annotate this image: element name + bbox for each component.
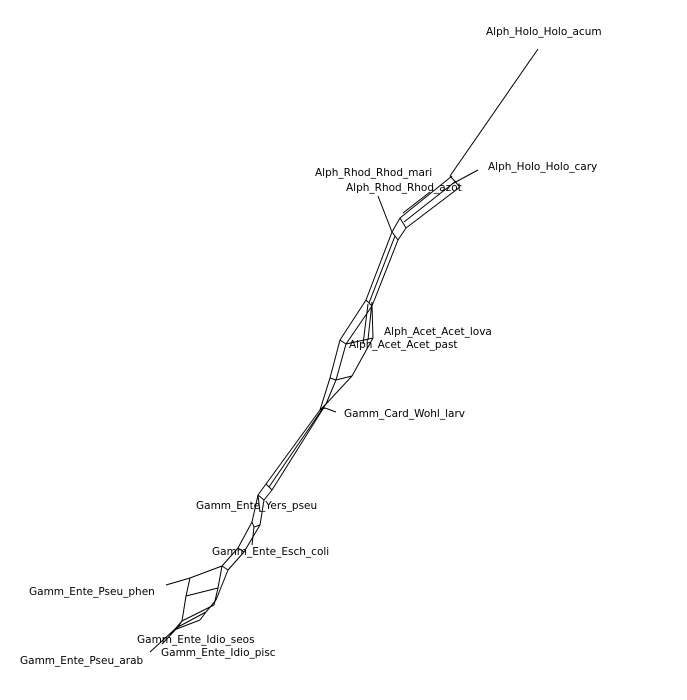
split-edge — [335, 343, 347, 381]
split-edge — [259, 499, 265, 526]
taxon-label-idio-pisc: Gamm_Ente_Idio_pisc — [161, 647, 276, 659]
split-edge — [215, 569, 229, 601]
taxon-label-pseu-arab: Gamm_Ente_Pseu_arab — [20, 655, 144, 667]
split-edge — [181, 595, 187, 622]
middle-splits — [319, 299, 374, 411]
split-edge — [185, 587, 219, 597]
split-edge — [403, 180, 457, 223]
split-edge — [243, 524, 261, 553]
split-edge — [399, 217, 407, 229]
split-edge — [251, 494, 259, 523]
taxon-label-holo-acum: Alph_Holo_Holo_acum — [486, 26, 602, 38]
leaf-edge-holo-cary — [451, 169, 479, 185]
split-edge — [205, 599, 217, 613]
split-edge — [339, 299, 367, 341]
gamma-splits — [221, 403, 327, 571]
split-edge — [268, 407, 324, 488]
split-edge — [221, 565, 229, 571]
split-edge — [253, 524, 261, 528]
split-edge — [339, 339, 347, 345]
split-edge — [257, 483, 267, 496]
split-edge — [345, 337, 374, 345]
split-edge — [181, 604, 215, 622]
split-edge — [227, 551, 245, 571]
taxon-label-esch-coli: Gamm_Ente_Esch_coli — [212, 546, 329, 558]
taxon-label-acet-past: Alph_Acet_Acet_past — [349, 339, 458, 351]
split-edge — [329, 377, 337, 381]
split-edge — [221, 547, 239, 567]
leaf-edge-rhod-mari — [377, 195, 393, 233]
leaf-edge-card-wohl — [324, 407, 337, 413]
taxon-labels: Alph_Holo_Holo_acum Alph_Holo_Holo_cary … — [20, 26, 602, 667]
split-edge — [199, 611, 207, 621]
leaf-edge-acet-lova — [367, 301, 373, 341]
taxon-label-rhod-azot: Alph_Rhod_Rhod_azot — [346, 182, 462, 194]
taxon-label-yers-pseu: Gamm_Ente_Yers_pseu — [196, 500, 317, 512]
split-edge — [335, 375, 353, 381]
leaf-edges — [149, 48, 539, 653]
split-edge — [368, 235, 396, 304]
alpha-splits — [365, 175, 461, 307]
split-edge — [405, 186, 461, 229]
split-edge — [319, 377, 331, 411]
taxon-label-card-wohl: Gamm_Card_Wohl_larv — [344, 408, 465, 420]
leaf-edge-rhod-azot — [402, 191, 431, 214]
split-edge — [325, 375, 353, 405]
split-edge — [177, 611, 207, 628]
split-edge — [351, 337, 374, 377]
split-edge — [265, 409, 321, 485]
split-edge — [271, 403, 327, 491]
split-edge — [399, 175, 453, 219]
split-edge — [371, 305, 374, 339]
leaf-edge-pseu-arab — [149, 629, 175, 653]
split-edge — [237, 521, 253, 549]
split-edge — [189, 565, 223, 579]
split-edge — [263, 489, 273, 501]
taxon-label-pseu-phen: Gamm_Ente_Pseu_phen — [29, 586, 155, 598]
split-edge — [325, 379, 337, 405]
split-edge — [329, 339, 341, 379]
split-edge — [391, 217, 401, 233]
split-edge — [449, 175, 461, 188]
taxon-label-idio-seos: Gamm_Ente_Idio_seos — [137, 634, 255, 646]
split-edge — [257, 494, 265, 501]
leaf-edge-holo-acum — [449, 48, 539, 177]
split-edge — [177, 620, 183, 628]
split-edge — [365, 231, 393, 301]
split-edge — [365, 299, 373, 307]
bottom-splits — [173, 565, 229, 631]
taxon-label-acet-lova: Alph_Acet_Acet_lova — [384, 326, 492, 338]
split-edge — [265, 483, 273, 491]
split-edge — [217, 565, 223, 589]
leaf-edge-yers-pseu — [257, 494, 261, 513]
split-edge — [345, 305, 373, 345]
split-edge — [397, 227, 407, 241]
taxon-label-rhod-mari: Alph_Rhod_Rhod_mari — [315, 167, 432, 179]
split-edge — [251, 521, 255, 528]
leaf-edge-pseu-phen — [165, 577, 191, 586]
taxon-label-holo-cary: Alph_Holo_Holo_cary — [488, 161, 597, 173]
split-edge — [371, 239, 399, 307]
split-edge — [185, 577, 191, 597]
split-edge — [237, 547, 245, 553]
split-edge — [173, 619, 201, 631]
leaf-edge-acet-past — [362, 303, 369, 345]
